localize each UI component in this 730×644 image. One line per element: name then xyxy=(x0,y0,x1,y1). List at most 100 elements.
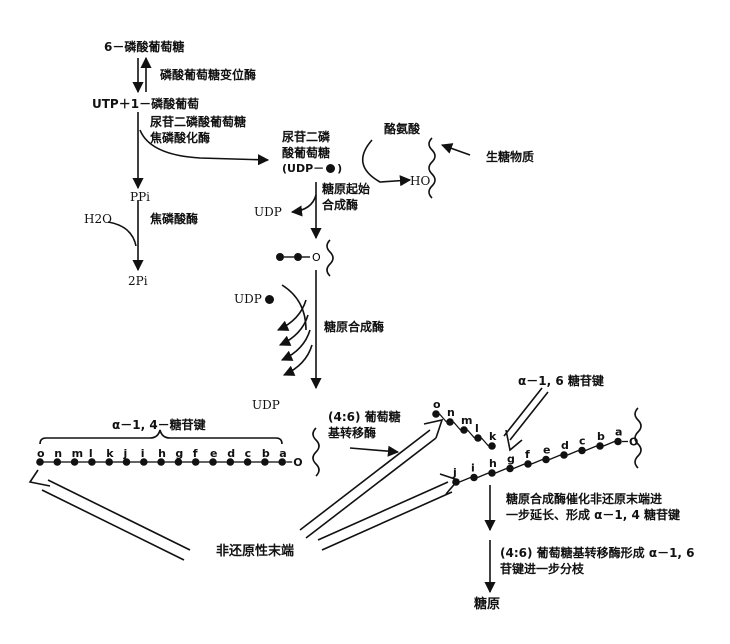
glucose-residue xyxy=(446,418,454,426)
residue-letter: j xyxy=(452,466,457,479)
glucose-residue xyxy=(88,458,96,466)
glucose-residue xyxy=(560,451,568,459)
glycosidic-bond xyxy=(481,437,489,447)
label-branch-enz-1: (4:6) 葡萄糖 xyxy=(328,410,401,424)
label-pgm: 磷酸葡萄糖变位酶 xyxy=(160,68,257,82)
glucose-residue xyxy=(105,458,113,466)
residue-letter: h xyxy=(489,457,497,470)
glucose-residue xyxy=(209,458,217,466)
residue-letter: f xyxy=(525,448,530,461)
short-chain-o: O xyxy=(312,251,321,264)
residue-letter: o xyxy=(37,447,45,460)
glucose-residue xyxy=(596,442,604,450)
label-gs-init-1: 糖原起始 xyxy=(322,182,371,196)
protein-tail-4 xyxy=(634,407,642,469)
glucose-residue xyxy=(506,464,514,473)
arrow-udp-a xyxy=(290,194,317,217)
label-h2o: H2O xyxy=(84,212,112,226)
glycosidic-bond xyxy=(477,472,489,479)
udp-glucose-dot xyxy=(264,295,274,304)
glucose-residue xyxy=(524,460,532,468)
label-udpgp-1: 尿苷二磷酸葡萄糖 xyxy=(150,115,247,129)
label-udp-c: UDP xyxy=(252,398,280,412)
glucose-residue xyxy=(278,458,287,466)
label-udpgp-2: 焦磷酸化酶 xyxy=(150,131,211,145)
label-a14: α－1, 4－糖苷键 xyxy=(112,418,206,432)
label-ppi: PPi xyxy=(130,190,150,204)
label-step1-1: 糖原合成酶催化非还原末端进 xyxy=(506,492,663,506)
gs-fan-4 xyxy=(280,329,311,361)
glucose-residue xyxy=(542,455,550,464)
protein-tail-2 xyxy=(326,239,334,277)
chain-end-o: O xyxy=(629,436,638,449)
label-step1-2: 一步延长、形成 α－1, 4 糖苷键 xyxy=(506,508,681,522)
short-chain-dot xyxy=(294,253,302,261)
label-glycogenin: 生糖物质 xyxy=(486,150,535,164)
residue-letter: a xyxy=(615,426,622,439)
chain-end-o: O xyxy=(293,456,302,469)
residue-letter: b xyxy=(597,430,605,443)
residue-letter: g xyxy=(507,453,515,466)
glycosidic-bond xyxy=(603,440,615,447)
label-utp-g1p: UTP＋1－磷酸葡萄 xyxy=(92,97,200,111)
residue-letter: n xyxy=(54,447,62,460)
glucose-residue xyxy=(432,410,440,418)
glucose-residue xyxy=(140,458,148,466)
arrow-tyr-curve xyxy=(362,139,412,187)
residue-letter: g xyxy=(175,447,183,460)
residue-letter: f xyxy=(193,447,198,460)
arrow-branch-enzyme xyxy=(349,445,400,457)
residue-letter: b xyxy=(262,447,270,460)
short-chain: O xyxy=(276,251,321,264)
udpg-glucose-dot xyxy=(326,164,336,173)
arrow-a16 xyxy=(503,387,549,452)
residue-letter: i xyxy=(141,447,145,460)
label-branch-enz-2: 基转移酶 xyxy=(328,426,377,440)
glucose-residue xyxy=(578,446,586,455)
arrow-h2o xyxy=(107,221,137,247)
residue-letter: k xyxy=(489,430,497,443)
residue-letter: a xyxy=(279,447,286,460)
glucose-residue xyxy=(226,458,235,466)
glycosidic-bond xyxy=(513,463,525,470)
residue-letter: m xyxy=(461,414,472,427)
glucose-residue xyxy=(452,478,460,486)
label-step2-2: 苷键进一步分枝 xyxy=(500,562,585,576)
residue-letter: d xyxy=(227,447,235,460)
glucose-residue xyxy=(70,458,79,466)
label-glycogen: 糖原 xyxy=(474,597,501,612)
label-udpg-3: (UDP－) xyxy=(282,162,342,176)
glucose-residue xyxy=(261,458,269,466)
glucose-residue xyxy=(53,458,62,466)
arrow-to-udpg xyxy=(139,129,270,166)
glucose-residue xyxy=(614,437,622,446)
label-udpg-3a: (UDP－ xyxy=(282,162,325,175)
gs-fan-2 xyxy=(276,299,307,331)
glucose-residue xyxy=(122,458,131,466)
glucose-residue xyxy=(488,469,496,477)
glucose-residue xyxy=(191,458,200,466)
glycosidic-bond xyxy=(585,445,597,452)
residue-letter: l xyxy=(89,447,93,460)
residue-letter: h xyxy=(158,447,166,460)
label-tyr: 酪氨酸 xyxy=(384,122,421,136)
glycosidic-bond xyxy=(459,476,471,483)
label-ppase: 焦磷酸酶 xyxy=(150,212,199,226)
label-step2-1: (4:6) 葡萄糖基转移酶形成 α－1, 6 xyxy=(500,546,695,560)
glycosidic-bond xyxy=(495,467,507,474)
glucose-residue xyxy=(36,458,44,466)
residue-letter: m xyxy=(72,447,83,460)
label-udpg-3b: ) xyxy=(337,162,343,175)
label-udp-b: UDP xyxy=(234,292,274,306)
glycosidic-bond xyxy=(453,421,461,431)
residue-letter: d xyxy=(561,439,569,452)
residue-letter: c xyxy=(579,435,586,448)
label-2pi: 2Pi xyxy=(128,274,148,288)
residue-letter: l xyxy=(475,422,479,435)
glucose-residue xyxy=(460,426,468,434)
glucose-residue xyxy=(174,458,183,466)
